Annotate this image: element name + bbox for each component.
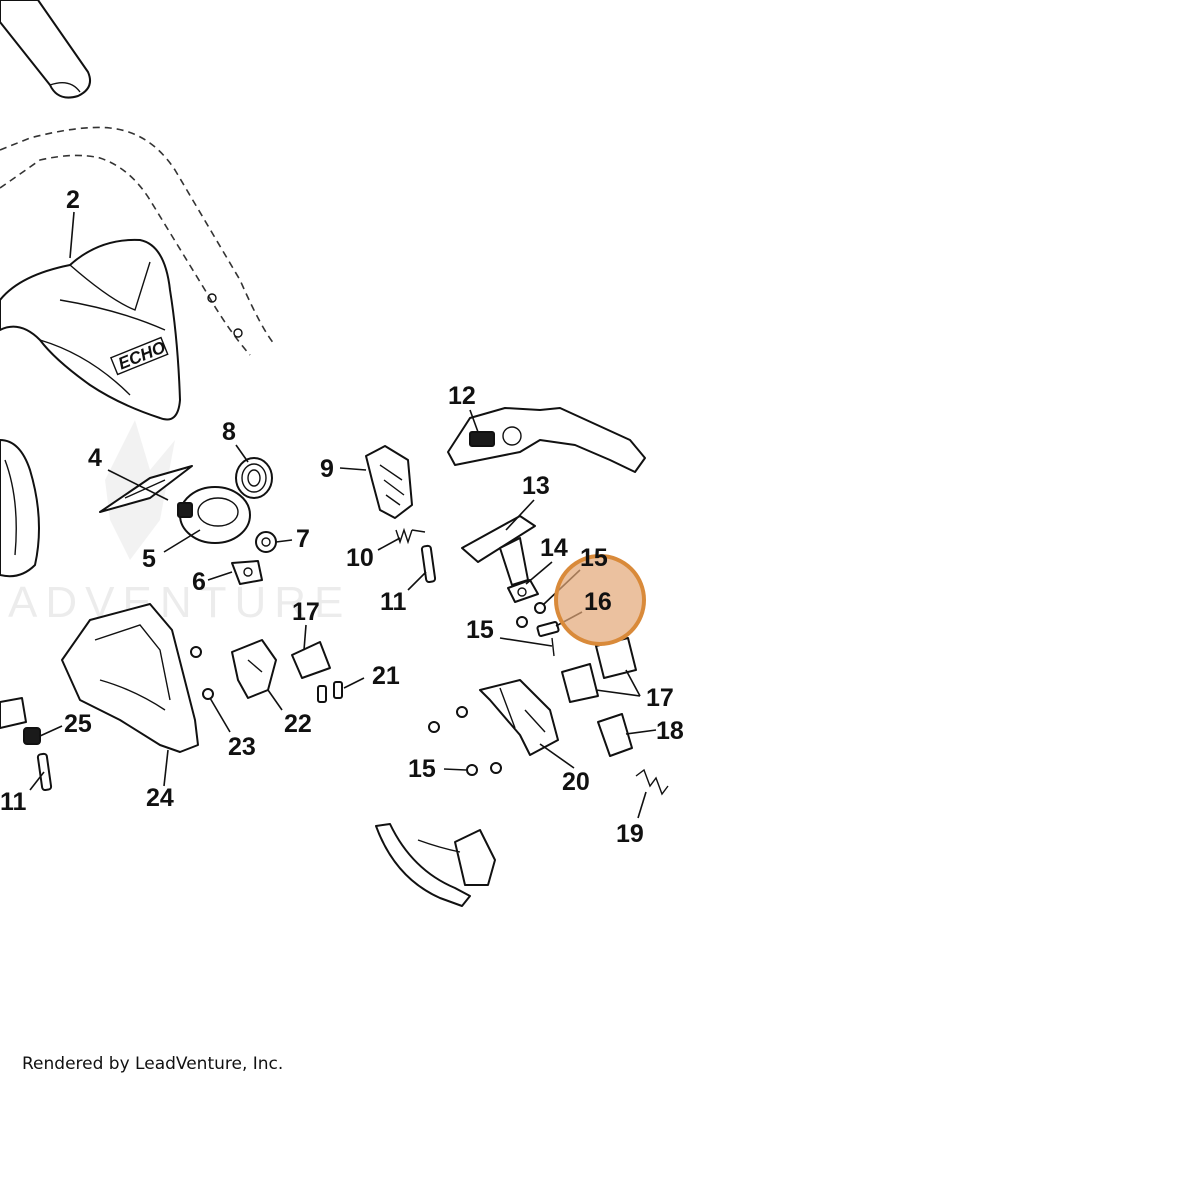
part-14-bracket: [507, 579, 539, 603]
handle-phantom-outline: [0, 126, 276, 356]
callout-4: 4: [88, 444, 102, 472]
part-10-spring: [395, 527, 426, 545]
part-18-plunger: [597, 713, 633, 757]
part-8-spring: [235, 457, 273, 499]
callout-13: 13: [522, 472, 550, 500]
front-handle-tube: [0, 0, 91, 99]
callout-15-top: 15: [580, 544, 608, 572]
watermark: ADVENTURE: [8, 420, 351, 627]
callout-22: 22: [284, 710, 312, 738]
part-20-switch-plate: [479, 679, 559, 756]
part-16-highlight: [554, 554, 646, 646]
part-13-start-grip: [461, 515, 536, 586]
callout-17-right: 17: [646, 684, 674, 712]
callout-11-upper: 11: [380, 588, 407, 616]
part-23-screw: [190, 646, 214, 700]
callout-15-mid: 15: [466, 616, 494, 644]
part-19-spring: [635, 768, 669, 796]
part-9-grip: [365, 445, 413, 519]
callout-17-left: 17: [292, 598, 320, 626]
left-housing-fragment: [0, 439, 40, 578]
callout-labels: 2 4 5 6 7 8 9 10 11 11 12 13 14 15 15 15…: [0, 186, 684, 848]
part-16-switch: [536, 621, 560, 637]
render-credit: Rendered by LeadVenture, Inc.: [22, 1054, 284, 1074]
callout-14: 14: [540, 534, 568, 562]
callout-15-bottom: 15: [408, 755, 436, 783]
part-12-throttle-trigger: [447, 407, 646, 473]
callout-18: 18: [656, 717, 684, 745]
left-lower-fragment: [0, 697, 27, 729]
callout-10: 10: [346, 544, 374, 572]
bottom-handle-wire: [375, 823, 496, 907]
callout-12: 12: [448, 382, 476, 410]
callout-8: 8: [222, 418, 236, 446]
part-11-pin: [36, 544, 437, 791]
part-15-screw: [428, 602, 555, 776]
callout-23: 23: [228, 733, 256, 761]
part-6-ratchet: [231, 560, 263, 585]
part-22-bracket: [231, 639, 277, 699]
watermark-text: ADVENTURE: [8, 578, 351, 627]
part-21-pin: [317, 681, 343, 703]
part-17-switch-block: [291, 637, 637, 703]
part-7-gear: [255, 531, 277, 553]
callout-20: 20: [562, 768, 590, 796]
part-5-starter-pulley: [177, 486, 251, 544]
callout-2: 2: [66, 186, 80, 214]
callout-7: 7: [296, 525, 310, 553]
callout-21: 21: [372, 662, 400, 690]
callout-25: 25: [64, 710, 92, 738]
callout-19: 19: [616, 820, 644, 848]
callout-24: 24: [146, 784, 174, 812]
part-24-rear-housing: [61, 603, 199, 753]
part-2-top-cover: ECHO: [0, 238, 181, 421]
part-25-spring: [23, 727, 41, 745]
callout-9: 9: [320, 455, 334, 483]
callout-5: 5: [142, 545, 156, 573]
callout-6: 6: [192, 568, 206, 596]
callout-16: 16: [584, 588, 612, 616]
callout-11-lower: 11: [0, 788, 27, 816]
